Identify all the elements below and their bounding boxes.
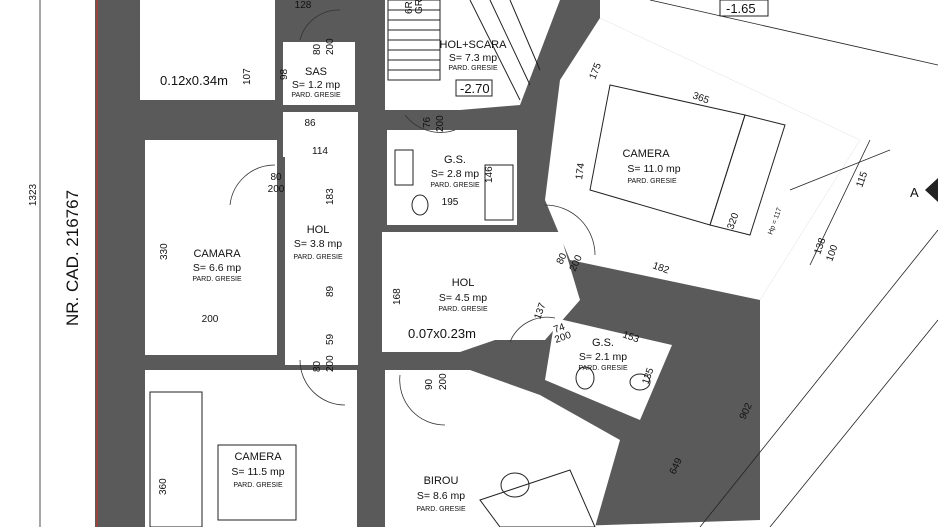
niche-label-2: 0.07x0.23m [408, 326, 476, 341]
dimension-value: 107 [242, 68, 253, 85]
room-text: HOL [452, 277, 475, 289]
dimension-value: 80 [312, 43, 323, 55]
stair-text-2: GR [414, 0, 425, 14]
room-text: PARD. GRESIE [627, 178, 677, 185]
dimension-value: 80 [270, 172, 282, 183]
room-text: HOL+SCARA [440, 39, 508, 51]
level-2: -2.70 [460, 81, 490, 96]
dimension-value: 330 [159, 243, 170, 260]
room-camara: CAMARA S= 6.6 mp PARD. GRESIE [192, 248, 242, 283]
dimension-value: 200 [435, 115, 446, 132]
section-marker-label: A [910, 185, 919, 200]
room-text: S= 11.5 mp [231, 466, 284, 478]
dimension-value: 89 [325, 285, 336, 297]
dimension-value: 74 [552, 322, 567, 336]
room-text: PARD. GRESIE [578, 365, 628, 372]
dimension-value: 146 [484, 166, 495, 183]
niche-label-1: 0.12x0.34m [160, 73, 228, 88]
staircase [387, 0, 541, 101]
room-camera-2: CAMERA S= 11.5 mp PARD. GRESIE [231, 451, 284, 489]
sanitary-fixtures [394, 149, 651, 391]
section-marker-arrow [925, 178, 938, 202]
room-camera-1: CAMERA S= 11.0 mp PARD. GRESIE [622, 148, 680, 185]
room-text: BIROU [424, 475, 459, 487]
dimension-value: 90 [424, 378, 435, 390]
room-text: HOL [307, 224, 330, 236]
room-gs-1: G.S. S= 2.8 mp PARD. GRESIE [430, 154, 480, 189]
room-text: PARD. GRESIE [416, 506, 466, 513]
room-text: PARD. GRESIE [438, 306, 488, 313]
dimension-value: 168 [392, 288, 403, 305]
level-box-2 [455, 79, 493, 97]
dimension-value: 86 [304, 118, 316, 129]
room-text: PARD. GRESIE [291, 92, 341, 99]
overall-dimension: 1323 [28, 183, 39, 206]
room-text: S= 8.6 mp [417, 490, 465, 502]
dimension-value: 128 [295, 0, 312, 11]
room-text: CAMERA [622, 148, 670, 160]
level-box-1 [719, 0, 769, 17]
stair-text-1: 6R [404, 1, 415, 14]
dimension-value: 114 [312, 146, 328, 157]
room-text: G.S. [444, 154, 466, 166]
room-gs-2: G.S. S= 2.1 mp PARD. GRESIE [578, 337, 628, 372]
room-text: S= 2.8 mp [431, 168, 479, 180]
dimension-value: 80 [312, 360, 323, 372]
room-text: G.S. [592, 337, 614, 349]
dimension-value: 98 [279, 68, 290, 80]
room-text: PARD. GRESIE [430, 182, 480, 189]
office-desk [479, 469, 596, 527]
dimension-value: 200 [202, 314, 219, 325]
exterior-dimensions [649, 0, 938, 527]
room-text: PARD. GRESIE [233, 482, 283, 489]
bed [589, 84, 786, 236]
dimension-value: 174 [574, 162, 587, 180]
wardrobe [149, 391, 203, 527]
room-birou: BIROU S= 8.6 mp PARD. GRESIE [416, 475, 466, 513]
cadastral-number: NR. CAD. 216767 [63, 190, 82, 326]
dimension-value: 76 [422, 116, 433, 128]
room-hol-1: HOL S= 3.8 mp PARD. GRESIE [293, 224, 343, 261]
dimension-value: 200 [268, 184, 285, 195]
labels: NR. CAD. 216767 1323 A 0.12x0.34m 0.07x0… [28, 0, 919, 341]
dimension-value: 195 [442, 197, 459, 208]
dimension-value: 200 [325, 38, 336, 55]
room-text: S= 11.0 mp [627, 163, 680, 175]
room-text: PARD. GRESIE [293, 254, 343, 261]
room-text: PARD. GRESIE [448, 65, 498, 72]
dimension-value: 59 [325, 333, 336, 345]
room-text: CAMARA [193, 248, 241, 260]
dimension-value: 200 [325, 355, 336, 372]
room-sas: SAS S= 1.2 mp PARD. GRESIE [291, 66, 341, 99]
room-text: S= 1.2 mp [292, 79, 340, 91]
dimension-value: 80 [555, 251, 570, 266]
dimension-value: 183 [325, 188, 336, 205]
dimension-value: 360 [158, 478, 169, 495]
room-text: SAS [305, 66, 327, 78]
room-text: S= 3.8 mp [294, 238, 342, 250]
room-text: S= 6.6 mp [193, 262, 241, 274]
dimension-value: 200 [438, 373, 449, 390]
room-hol-2: HOL S= 4.5 mp PARD. GRESIE [438, 277, 488, 313]
room-hol-scara: HOL+SCARA S= 7.3 mp PARD. GRESIE [440, 39, 508, 72]
room-text: S= 4.5 mp [439, 292, 487, 304]
bed-lower [217, 444, 297, 521]
room-labels: SAS S= 1.2 mp PARD. GRESIE HOL+SCARA S= … [192, 39, 680, 513]
room-text: S= 7.3 mp [449, 52, 497, 64]
level-1: -1.65 [726, 1, 756, 16]
room-text: S= 2.1 mp [579, 351, 627, 363]
dimension-value: 115 [854, 170, 870, 189]
room-text: CAMERA [234, 451, 282, 463]
room-text: PARD. GRESIE [192, 276, 242, 283]
doors [229, 9, 596, 426]
